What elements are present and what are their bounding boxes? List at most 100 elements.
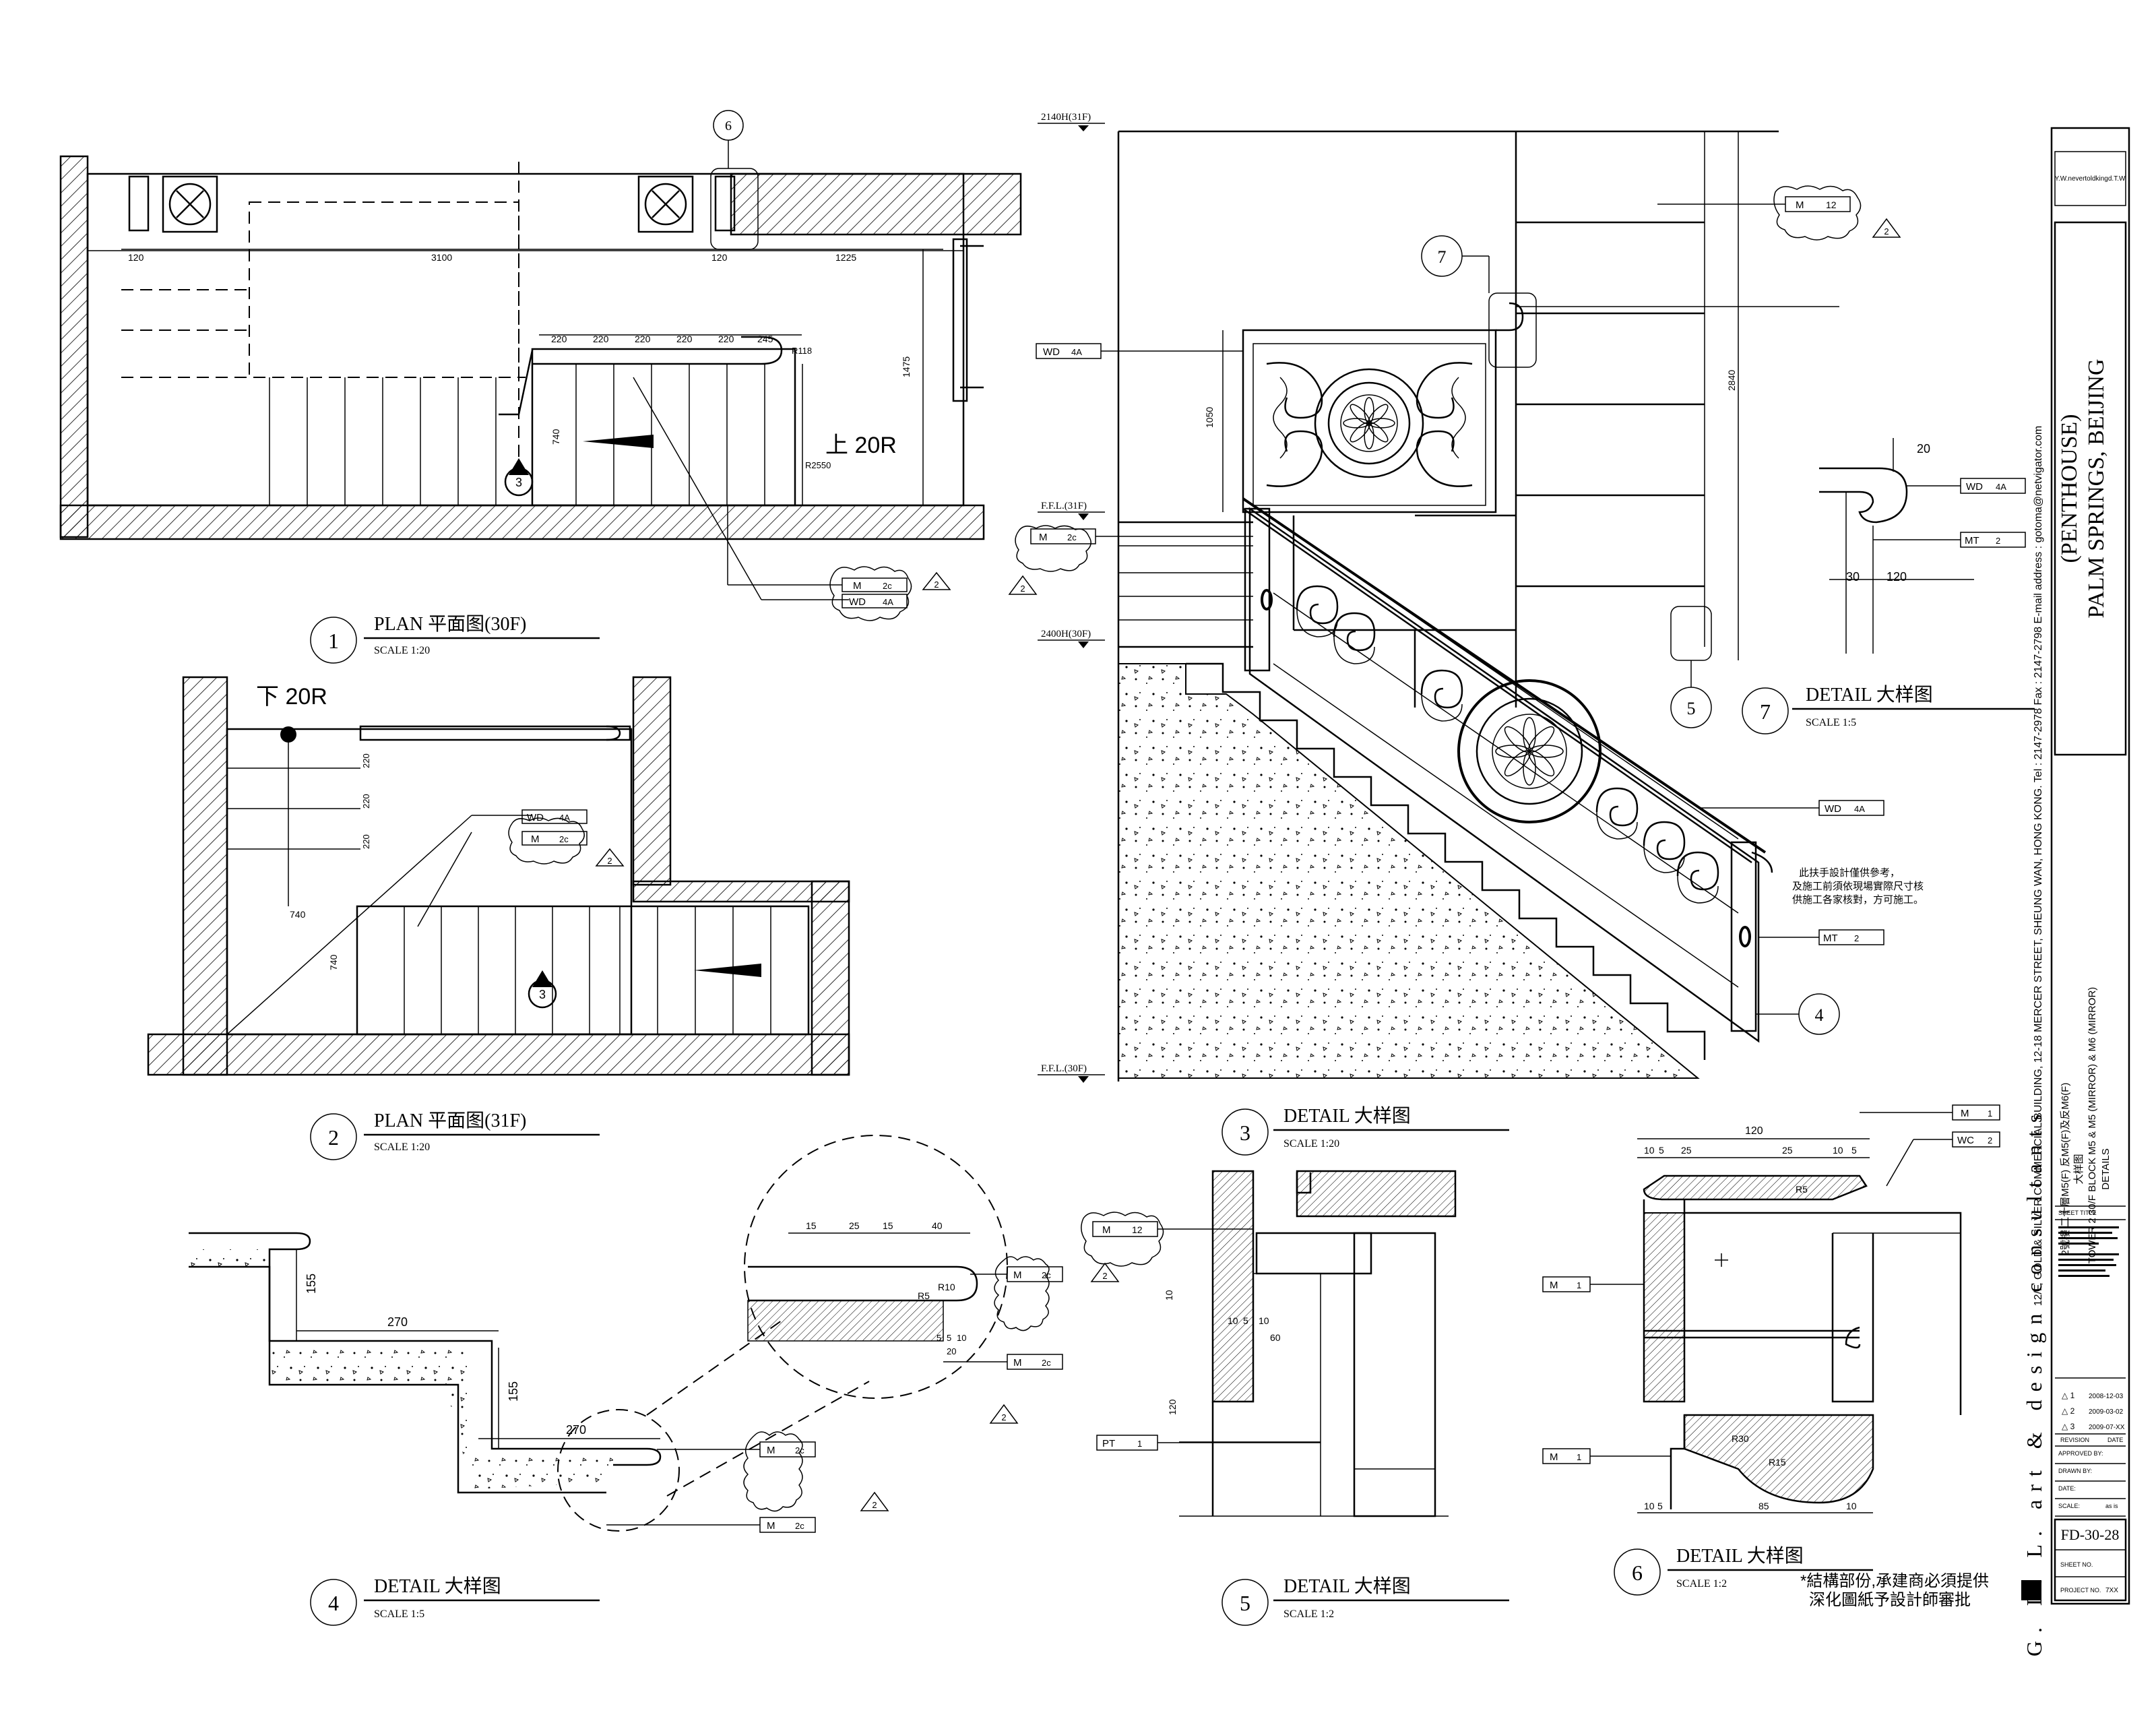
svg-text:WD: WD xyxy=(1825,803,1841,815)
svg-text:MT: MT xyxy=(1965,535,1979,546)
svg-text:△ 2: △ 2 xyxy=(2062,1406,2075,1416)
drawing-number: 2 xyxy=(328,1125,339,1150)
svg-text:10: 10 xyxy=(1164,1290,1174,1300)
svg-text:5: 5 xyxy=(947,1333,951,1343)
svg-text:5: 5 xyxy=(1659,1145,1664,1156)
svg-text:SCALE:: SCALE: xyxy=(2058,1503,2080,1509)
revision-triangle-icon: 2 xyxy=(922,571,951,590)
sheet-title-line: 2號樓 二十層M5(F) 反M5(F)及反M6(F) xyxy=(2060,1083,2071,1256)
svg-text:740: 740 xyxy=(550,429,561,445)
svg-text:220: 220 xyxy=(635,334,651,344)
svg-text:2: 2 xyxy=(1884,226,1889,237)
svg-text:10: 10 xyxy=(1833,1145,1843,1156)
svg-text:4A: 4A xyxy=(559,813,570,823)
detail-6-handrail-section: 120 10 5 25 25 10 5 10 5 85 10 R30 R15 R… xyxy=(1542,1104,2000,1609)
svg-text:25: 25 xyxy=(1681,1145,1692,1156)
drawing-title: PLAN 平面图(30F) xyxy=(374,614,526,635)
drawing-number: 4 xyxy=(328,1591,339,1615)
svg-text:220: 220 xyxy=(593,334,609,344)
exhaust-fan-icon xyxy=(162,175,218,233)
drawing-number: 7 xyxy=(1760,699,1771,724)
svg-text:3100: 3100 xyxy=(431,252,452,263)
drawing-number: 3 xyxy=(1240,1121,1250,1145)
svg-text:220: 220 xyxy=(676,334,693,344)
level-label: 2400H(30F) xyxy=(1041,629,1091,639)
drawing-title: PLAN 平面图(31F) xyxy=(374,1110,526,1131)
svg-text:12: 12 xyxy=(1826,199,1837,210)
level-label: 2140H(31F) xyxy=(1041,112,1091,123)
drawing-number: 6 xyxy=(1632,1561,1643,1585)
svg-text:270: 270 xyxy=(387,1315,408,1329)
svg-text:M: M xyxy=(1039,532,1048,543)
svg-text:2: 2 xyxy=(934,579,939,590)
svg-text:15: 15 xyxy=(883,1220,893,1231)
drawing-title: DETAIL 大样图 xyxy=(1283,1105,1411,1127)
drawing-scale: SCALE 1:20 xyxy=(1283,1138,1339,1150)
svg-text:120: 120 xyxy=(1745,1125,1763,1137)
drawing-number: 5 xyxy=(1240,1591,1250,1615)
svg-text:40: 40 xyxy=(932,1220,943,1231)
svg-text:WD: WD xyxy=(1966,481,1983,493)
drawing-scale: SCALE 1:5 xyxy=(374,1608,424,1620)
svg-text:1: 1 xyxy=(1137,1439,1142,1449)
section-mark-icon: 3 xyxy=(528,970,557,1009)
svg-text:M: M xyxy=(1550,1280,1558,1291)
svg-text:2c: 2c xyxy=(795,1445,804,1455)
drawing-scale: SCALE 1:5 xyxy=(1806,717,1856,728)
sheet-title-line: DETAILS xyxy=(2100,1148,2112,1189)
svg-text:220: 220 xyxy=(551,334,567,344)
svg-text:245: 245 xyxy=(757,334,773,344)
svg-text:120: 120 xyxy=(711,252,728,263)
svg-text:R10: R10 xyxy=(938,1282,955,1292)
svg-text:1: 1 xyxy=(1988,1108,1992,1119)
tag-m-12: M 12 xyxy=(1081,1212,1164,1267)
exhaust-fan-icon xyxy=(637,175,694,233)
svg-text:155: 155 xyxy=(305,1274,318,1294)
main-railing-panel xyxy=(1242,497,1773,1043)
drawing-scale: SCALE 1:2 xyxy=(1676,1578,1727,1590)
svg-text:M: M xyxy=(1550,1451,1558,1463)
svg-text:PT: PT xyxy=(1102,1438,1115,1449)
svg-text:155: 155 xyxy=(507,1381,520,1402)
svg-text:M: M xyxy=(767,1520,775,1532)
svg-text:DATE: DATE xyxy=(2107,1437,2123,1443)
svg-text:1050: 1050 xyxy=(1204,407,1215,428)
svg-text:SHEET TITLE: SHEET TITLE xyxy=(2058,1210,2097,1216)
firm-logo: Y.W.nevertoldkingd.T.W xyxy=(2055,175,2126,183)
title-block: Y.W.nevertoldkingd.T.W PALM SPRINGS, BEI… xyxy=(2021,127,2130,1656)
svg-text:2: 2 xyxy=(1988,1135,1992,1146)
svg-text:M: M xyxy=(1102,1224,1111,1236)
svg-text:MT: MT xyxy=(1823,933,1838,944)
svg-text:M: M xyxy=(531,834,540,845)
svg-text:5: 5 xyxy=(1657,1501,1663,1511)
svg-text:2c: 2c xyxy=(795,1521,804,1531)
svg-text:25: 25 xyxy=(849,1220,860,1231)
svg-text:M: M xyxy=(1013,1269,1022,1281)
svg-text:R5: R5 xyxy=(1796,1184,1808,1195)
svg-text:85: 85 xyxy=(1758,1501,1769,1511)
svg-text:2: 2 xyxy=(1854,933,1859,943)
svg-text:220: 220 xyxy=(361,834,371,849)
level-label: F.F.L.(31F) xyxy=(1041,501,1087,511)
svg-text:M: M xyxy=(767,1445,775,1456)
svg-text:4: 4 xyxy=(1815,1005,1824,1025)
svg-text:R30: R30 xyxy=(1732,1433,1749,1444)
svg-text:1: 1 xyxy=(1577,1452,1581,1462)
svg-text:2c: 2c xyxy=(559,834,569,844)
svg-text:15: 15 xyxy=(806,1220,817,1231)
svg-text:R2550: R2550 xyxy=(805,460,831,470)
svg-text:12: 12 xyxy=(1132,1224,1143,1235)
svg-text:120: 120 xyxy=(1167,1399,1178,1415)
svg-text:4A: 4A xyxy=(1854,804,1865,814)
structure-footnote: *結構部份,承建商必須提供 深化圖紙予設計師審批 xyxy=(1800,1572,1994,1609)
svg-text:7XX: 7XX xyxy=(2105,1587,2118,1594)
svg-text:M: M xyxy=(1796,199,1804,211)
tag-m-12: M 12 xyxy=(1773,185,1862,241)
drawing-number: 1 xyxy=(328,629,339,653)
svg-text:2009-07-XX: 2009-07-XX xyxy=(2089,1424,2125,1431)
svg-text:30: 30 xyxy=(1846,570,1860,584)
svg-text:2008-12-03: 2008-12-03 xyxy=(2089,1393,2124,1400)
drawing-title: DETAIL 大样图 xyxy=(1283,1575,1411,1597)
